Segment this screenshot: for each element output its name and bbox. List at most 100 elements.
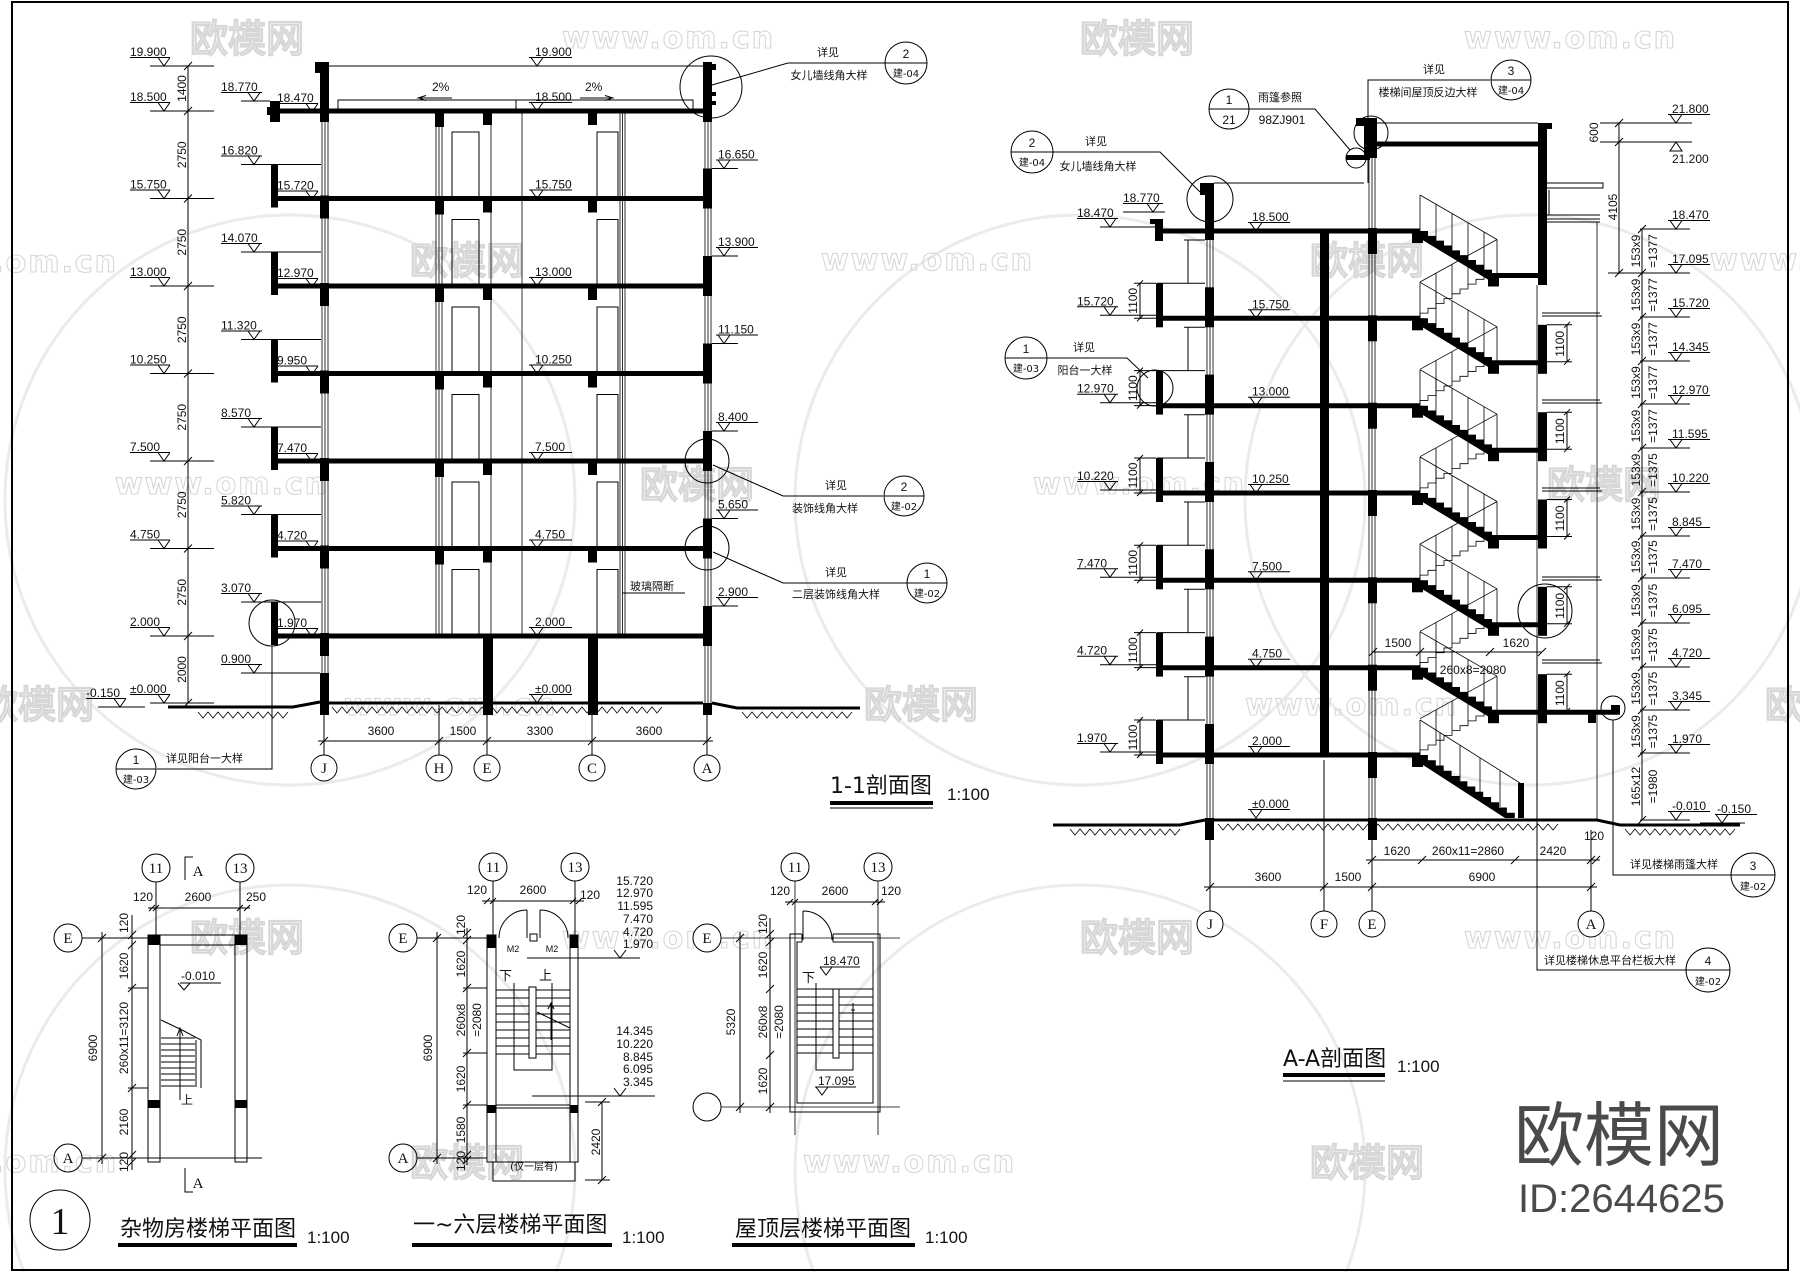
dimension-text: 250	[246, 890, 266, 904]
axis-label-11: 11	[486, 860, 500, 876]
roof-slope-right: 2%	[585, 80, 603, 94]
elevation-label: 15.720	[616, 874, 653, 888]
watermark-site: www.om.cn	[821, 243, 1034, 278]
stair-up-label: 上	[181, 1093, 193, 1107]
dimension-text: 1620	[756, 1067, 770, 1094]
plan-storage-stair: 11 13 E A A A 120 2600 250 6900 120 1620…	[29, 853, 350, 1251]
dimension-text: 120	[756, 914, 770, 934]
stair-flight-ground	[1420, 755, 1515, 818]
dim-lines	[735, 898, 885, 1113]
detail-callout-second-floor-molding: 详见 二层装饰线角大样 1 建-02	[684, 525, 948, 604]
dimension-text: 153x9	[1629, 234, 1643, 267]
elevation-label: 0.900	[221, 652, 251, 666]
watermark-site: www.om.cn	[1710, 243, 1800, 278]
dimension-text: 153x9	[1629, 366, 1643, 399]
dimension-text: 2600	[185, 890, 212, 904]
dimension-text: 6900	[86, 1034, 100, 1061]
elevation-markers-left	[86, 57, 214, 708]
watermark-site: www.om.cn	[1464, 21, 1677, 56]
dimension-text: 1100	[1126, 550, 1140, 576]
elevation-label: 10.250	[1252, 472, 1289, 486]
elevation-label: ±0.000	[130, 682, 167, 696]
watermark-site: www.om.cn	[1464, 921, 1677, 956]
watermark-site: www.om.cn	[115, 467, 328, 502]
dimension-text: 2420	[1540, 844, 1567, 858]
callout-desc: 详见楼梯雨篷大样	[1630, 857, 1718, 871]
detail-callout-molding: 详见 装饰线角大样 2 建-02	[684, 438, 925, 517]
elevation-markers-balcony	[277, 103, 320, 638]
elevation-label: 19.900	[535, 45, 572, 59]
dimension-text: 153x9	[1629, 453, 1643, 486]
axis-label-13: 13	[568, 860, 583, 876]
dimension-text: 120	[1584, 829, 1604, 843]
dimension-text: =1980	[1646, 769, 1660, 803]
roof-slope-left: 2%	[432, 80, 450, 94]
dimension-text: 3300	[527, 724, 554, 738]
door-label: M2	[507, 944, 520, 954]
elevation-label: 15.720	[277, 179, 314, 193]
plan-roof-stair: 11 13 E 120 2600 120 5320 120 1620 260x8…	[692, 852, 968, 1247]
section-1-1: 2% 2% 19.900 18.500 15.750 13.000 10.250…	[86, 41, 990, 809]
elevation-markers-center	[529, 57, 572, 704]
elevation-label: -0.010	[181, 969, 215, 983]
dimension-text: 2600	[520, 883, 547, 897]
stair-up-label: 上	[539, 969, 552, 984]
elevation-label: 3.345	[623, 1075, 653, 1089]
axis-label-e: E	[482, 761, 491, 777]
elevation-label: 18.470	[1672, 208, 1709, 222]
callout-sheet: 建-02	[1740, 880, 1766, 893]
elevation-label: 8.400	[718, 410, 748, 424]
axis-label-e: E	[1367, 917, 1376, 933]
elevation-label: 12.970	[277, 266, 314, 280]
watermark-brand: 欧模网	[864, 683, 978, 727]
dimension-text: =1377	[1646, 409, 1660, 443]
dimension-text: 1620	[756, 951, 770, 978]
watermark-site: www.om.cn	[562, 921, 775, 956]
dimension-text: 1100	[1126, 462, 1140, 488]
elevation-label: 2.000	[535, 615, 565, 629]
elevation-markers-right	[712, 159, 758, 607]
dimension-text: 120	[454, 1151, 468, 1171]
detail-callout-canopy-ref: 雨篷参照 98ZJ901 1 21	[1208, 88, 1389, 169]
callout-number: 1	[1023, 342, 1030, 356]
elevation-label: 11.320	[221, 319, 257, 333]
axis-bubbles: J H E C A	[310, 754, 721, 782]
dimension-text: 1100	[1126, 288, 1140, 314]
elevation-label: 12.970	[616, 886, 653, 900]
dimension-text: 153x9	[1629, 409, 1643, 442]
elevation-label: 1.970	[277, 616, 307, 630]
title-underline	[412, 1243, 612, 1247]
callout-desc: 装饰线角大样	[792, 501, 858, 515]
dimension-text: 120	[117, 913, 131, 933]
callout-sheet: 建-02	[914, 587, 940, 600]
dimension-text: 120	[881, 884, 901, 898]
axis-and-dim-lines	[82, 856, 262, 1193]
elevation-label: 16.820	[221, 144, 258, 158]
axis-label-13: 13	[871, 860, 886, 876]
window-lines	[1206, 157, 1598, 820]
watermark-brand: 欧模网	[1080, 17, 1194, 61]
elevation-label: 18.770	[221, 80, 258, 94]
sheet-frame	[11, 1, 1789, 1271]
section-scale: 1:100	[1397, 1057, 1440, 1076]
callout-sheet: 建-04	[1019, 156, 1045, 169]
section-title: 1-1剖面图	[830, 774, 932, 799]
elevation-markers-left	[1077, 203, 1165, 753]
stair-down-label: 下	[802, 971, 815, 986]
title-underline	[118, 1243, 297, 1247]
callout-number: 3	[1750, 859, 1757, 873]
elevation-label: 12.970	[1077, 382, 1114, 396]
elevation-label: 21.800	[1672, 102, 1709, 116]
axis-and-dim-lines	[417, 881, 610, 1185]
elevation-label: 9.950	[277, 354, 307, 368]
plan-scale: 1:100	[622, 1228, 665, 1247]
axis-bubbles: J F E A	[1196, 910, 1605, 938]
dimension-text: 2750	[175, 579, 189, 606]
detail-callout-parapet: 详见 女儿墙线角大样 2 建-04	[1010, 130, 1234, 223]
callout-number: 1	[924, 567, 931, 581]
callout-sheet: 建-03	[123, 773, 149, 786]
axis-label-e: E	[702, 931, 711, 947]
section-scale: 1:100	[947, 785, 990, 804]
dimension-text: 3600	[368, 724, 395, 738]
